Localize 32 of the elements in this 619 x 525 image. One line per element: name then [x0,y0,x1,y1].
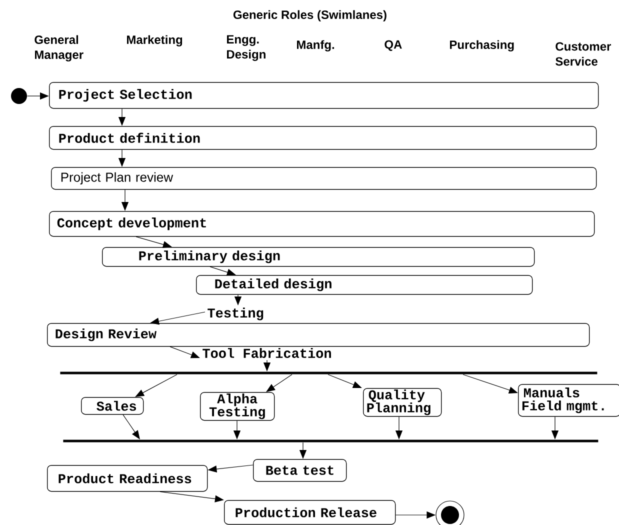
lane-header: General Manager [34,35,84,62]
lane-header: Purchasing [450,40,514,52]
activity-box: Sales [81,397,144,415]
arrow [122,414,140,440]
activity-box: Manuals Field mgmt. [518,384,619,417]
activity-box: Beta test [253,458,347,482]
activity-box: Project Selection [49,82,599,109]
arrow [170,346,200,358]
activity-label: Tool Fabrication [202,348,331,358]
activity-box: Quality Planning [363,388,442,417]
activity-box: Concept development [49,211,595,237]
end-dot [436,500,464,525]
activity-box: Alpha Testing [200,392,275,421]
activity-box: Preliminary design [102,247,535,267]
activity-box: Product definition [49,126,597,150]
activity-box: Detailed design [196,275,533,295]
activity-box: Design Review [47,323,590,347]
activity-box: Product Readiness [47,464,208,492]
lane-header: Manfg. [297,40,334,52]
lane-header: Customer Service [556,42,612,66]
lane-header: QA [384,40,402,51]
activity-box: Production Release [224,500,396,525]
arrow [266,374,292,392]
title: Generic Roles (Swimlanes) [233,10,386,22]
lane-header: Marketing [127,35,182,46]
activity-box: Project Plan review [51,167,597,190]
lane-header: Engg. Design [227,35,266,61]
start-dot [11,88,27,104]
activity-label: Testing [208,308,264,320]
arrow [328,374,362,388]
arrow [210,266,236,276]
arrow [135,374,178,397]
